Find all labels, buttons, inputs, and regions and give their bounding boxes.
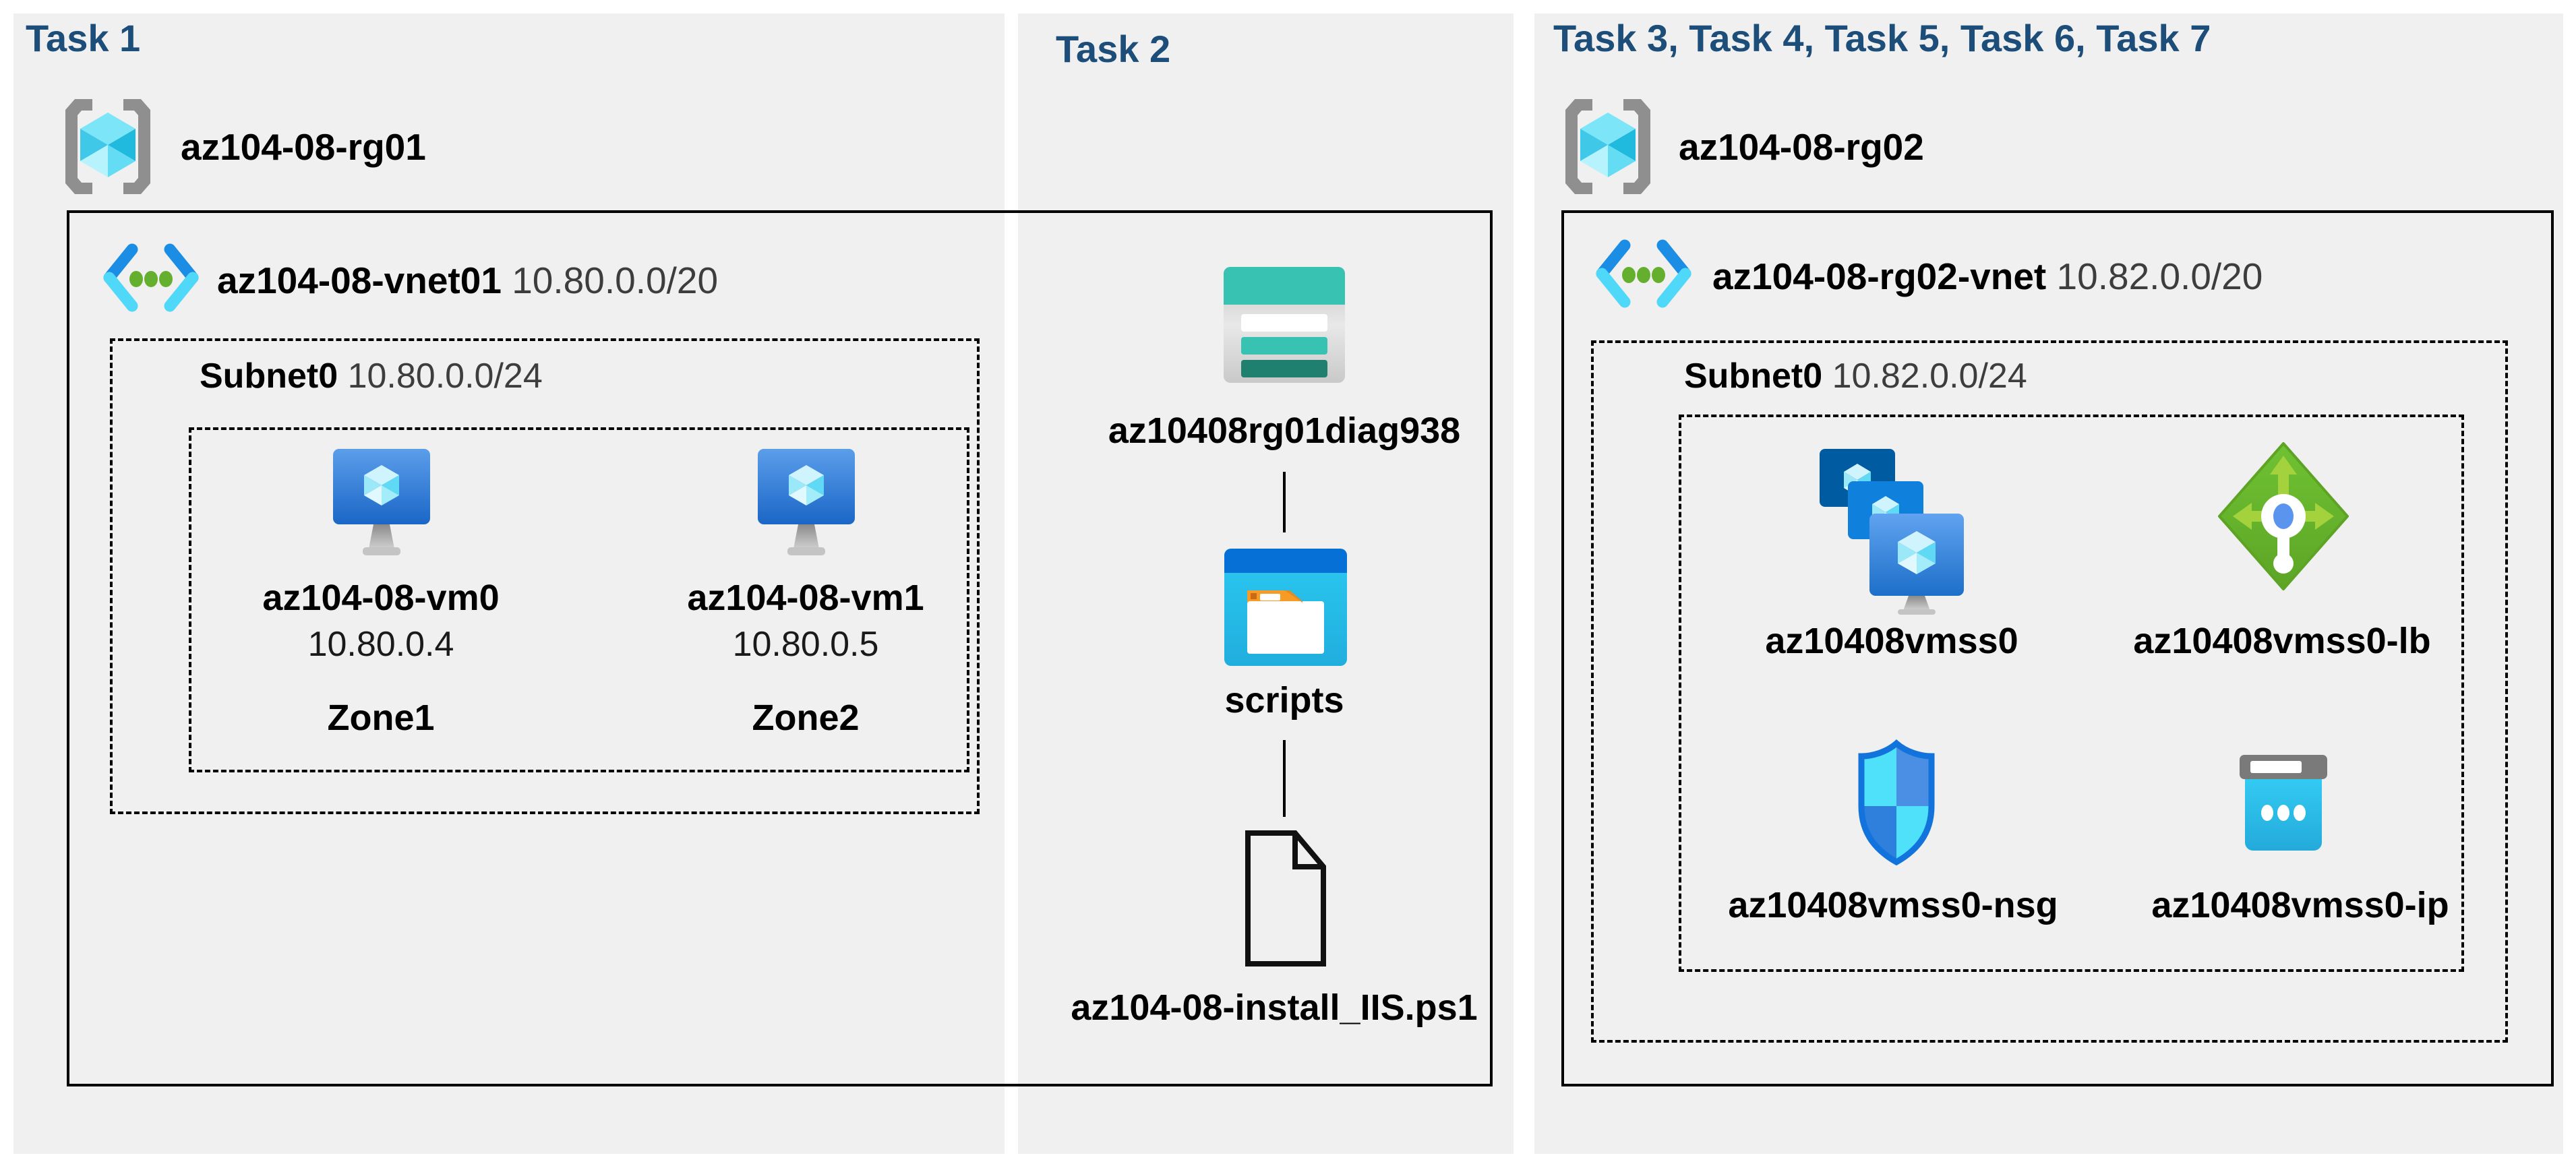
subnet-name: Subnet0: [200, 357, 338, 396]
vnet-cidr: 10.80.0.0/20: [512, 259, 719, 301]
resource-group-icon: [1565, 99, 1650, 194]
script-file-name: az104-08-install_IIS.ps1: [1071, 987, 1478, 1028]
vnet-label: az104-08-vnet01 10.80.0.0/20: [217, 259, 718, 302]
vm1-zone: Zone2: [752, 698, 860, 738]
public-ip-icon: [2240, 755, 2327, 851]
nsg-name: az10408vmss0-nsg: [1728, 885, 2058, 925]
vm-zone-box: [189, 427, 969, 772]
vmss-resources-box: [1679, 415, 2464, 972]
resource-group-name: az104-08-rg02: [1679, 126, 1924, 168]
vm0-zone: Zone1: [327, 698, 435, 738]
file-icon: [1245, 830, 1326, 966]
task1-title: Task 1: [26, 17, 141, 59]
rg02-vnet-boundary-box: [1561, 210, 2554, 1086]
container-name: scripts: [1224, 680, 1344, 720]
vmss-name: az10408vmss0: [1765, 621, 2018, 661]
task2-title: Task 2: [1056, 28, 1171, 70]
virtual-machine-icon: [333, 449, 430, 555]
public-ip-name: az10408vmss0-ip: [2151, 885, 2449, 925]
task3-panel: [1534, 13, 2563, 1154]
blob-container-icon: [1224, 549, 1347, 666]
vm1-ip: 10.80.0.5: [732, 625, 879, 664]
vnet-cidr: 10.82.0.0/20: [2056, 255, 2263, 297]
subnet0-box: [1591, 340, 2508, 1043]
vm-scale-set-icon: [1820, 449, 1964, 615]
load-balancer-name: az10408vmss0-lb: [2133, 621, 2431, 661]
vm1-name: az104-08-vm1: [687, 578, 924, 618]
vnet-name: az104-08-vnet01: [217, 259, 502, 301]
subnet-label: Subnet0 10.82.0.0/24: [1684, 356, 2027, 396]
load-balancer-icon: [2218, 442, 2349, 590]
subnet-cidr: 10.80.0.0/24: [347, 357, 543, 396]
vnet-name: az104-08-rg02-vnet: [1712, 255, 2047, 297]
vm0-name: az104-08-vm0: [262, 578, 500, 618]
vm0-ip: 10.80.0.4: [307, 625, 454, 664]
subnet-name: Subnet0: [1684, 357, 1823, 396]
connector-line: [1283, 740, 1286, 817]
nsg-shield-icon: [1858, 739, 1935, 866]
resource-group-name: az104-08-rg01: [181, 126, 426, 168]
vnet01-boundary-box: [67, 210, 1493, 1086]
subnet0-box: [110, 338, 980, 814]
task1-panel: [13, 13, 1005, 1154]
subnet-cidr: 10.82.0.0/24: [1832, 357, 2027, 396]
connector-line: [1283, 472, 1286, 532]
storage-account-icon: [1224, 267, 1345, 383]
vnet-label: az104-08-rg02-vnet 10.82.0.0/20: [1712, 255, 2263, 298]
task3-title: Task 3, Task 4, Task 5, Task 6, Task 7: [1553, 17, 2211, 59]
subnet-label: Subnet0 10.80.0.0/24: [200, 356, 543, 396]
storage-account-name: az10408rg01diag938: [1108, 410, 1461, 451]
virtual-network-icon: [1596, 239, 1691, 308]
virtual-machine-icon: [758, 449, 855, 555]
resource-group-icon: [65, 99, 150, 194]
virtual-network-icon: [103, 243, 199, 312]
